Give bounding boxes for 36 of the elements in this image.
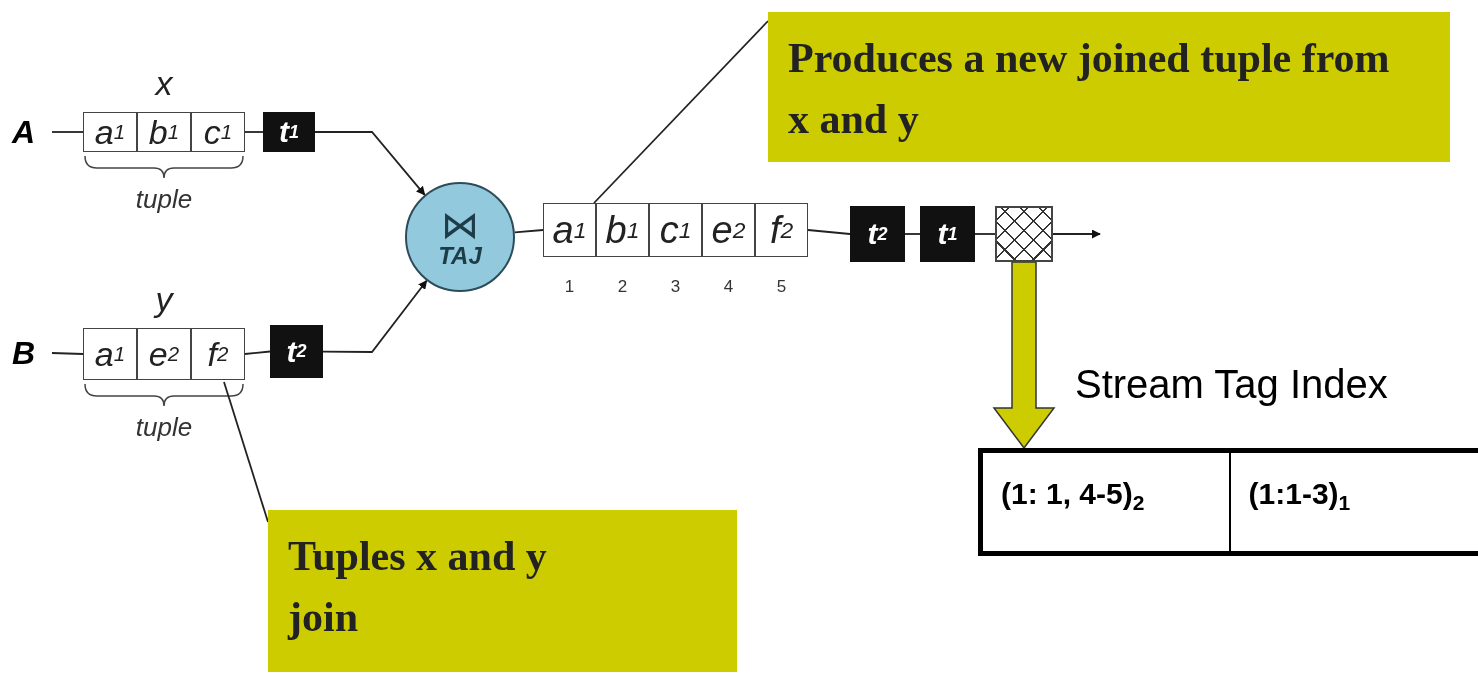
position-number: 3: [669, 277, 682, 297]
position-number: 1: [563, 277, 576, 297]
table-cell: (1: 1, 4-5)$_{2}$: [983, 453, 1231, 551]
connector-line: [974, 233, 996, 235]
block-arrow: [992, 261, 1056, 450]
tuple-label: tuple: [134, 184, 194, 215]
position-number: 5: [775, 277, 788, 297]
arrow: [322, 279, 428, 353]
callout-box: [268, 510, 737, 672]
position-number: 4: [722, 277, 735, 297]
leader-line: [593, 20, 769, 204]
tuple-label: tuple: [134, 412, 194, 443]
callout-box: [768, 12, 1450, 162]
stream-name: A: [12, 112, 52, 152]
connector-line: [51, 131, 84, 133]
connector-line: [904, 233, 921, 235]
operator-name: TAJ: [438, 244, 482, 268]
tag-index-table: [978, 448, 1478, 556]
leader-line: [223, 381, 269, 523]
callout-text: Produces a new joined tuple from x and y: [788, 34, 1391, 144]
stream-name: B: [12, 332, 52, 374]
tuple-name: x: [153, 64, 174, 103]
callout-text: Tuples x and y join: [288, 532, 548, 642]
arrow: [314, 131, 426, 196]
connector-line: [807, 229, 851, 235]
connector-line: [244, 350, 271, 355]
connector-line: [51, 352, 84, 355]
tuple-name: y: [152, 280, 175, 319]
connector-line: [244, 131, 264, 133]
hatched-box: [995, 206, 1053, 262]
arrow: [1052, 229, 1101, 239]
position-number: 2: [616, 277, 629, 297]
join-symbol: ⋈: [441, 206, 479, 244]
connector-line: [513, 229, 544, 234]
table-title: Stream Tag Index: [1075, 362, 1388, 407]
table-cell-text: (1:1-3)$_{1}$: [1247, 476, 1352, 517]
